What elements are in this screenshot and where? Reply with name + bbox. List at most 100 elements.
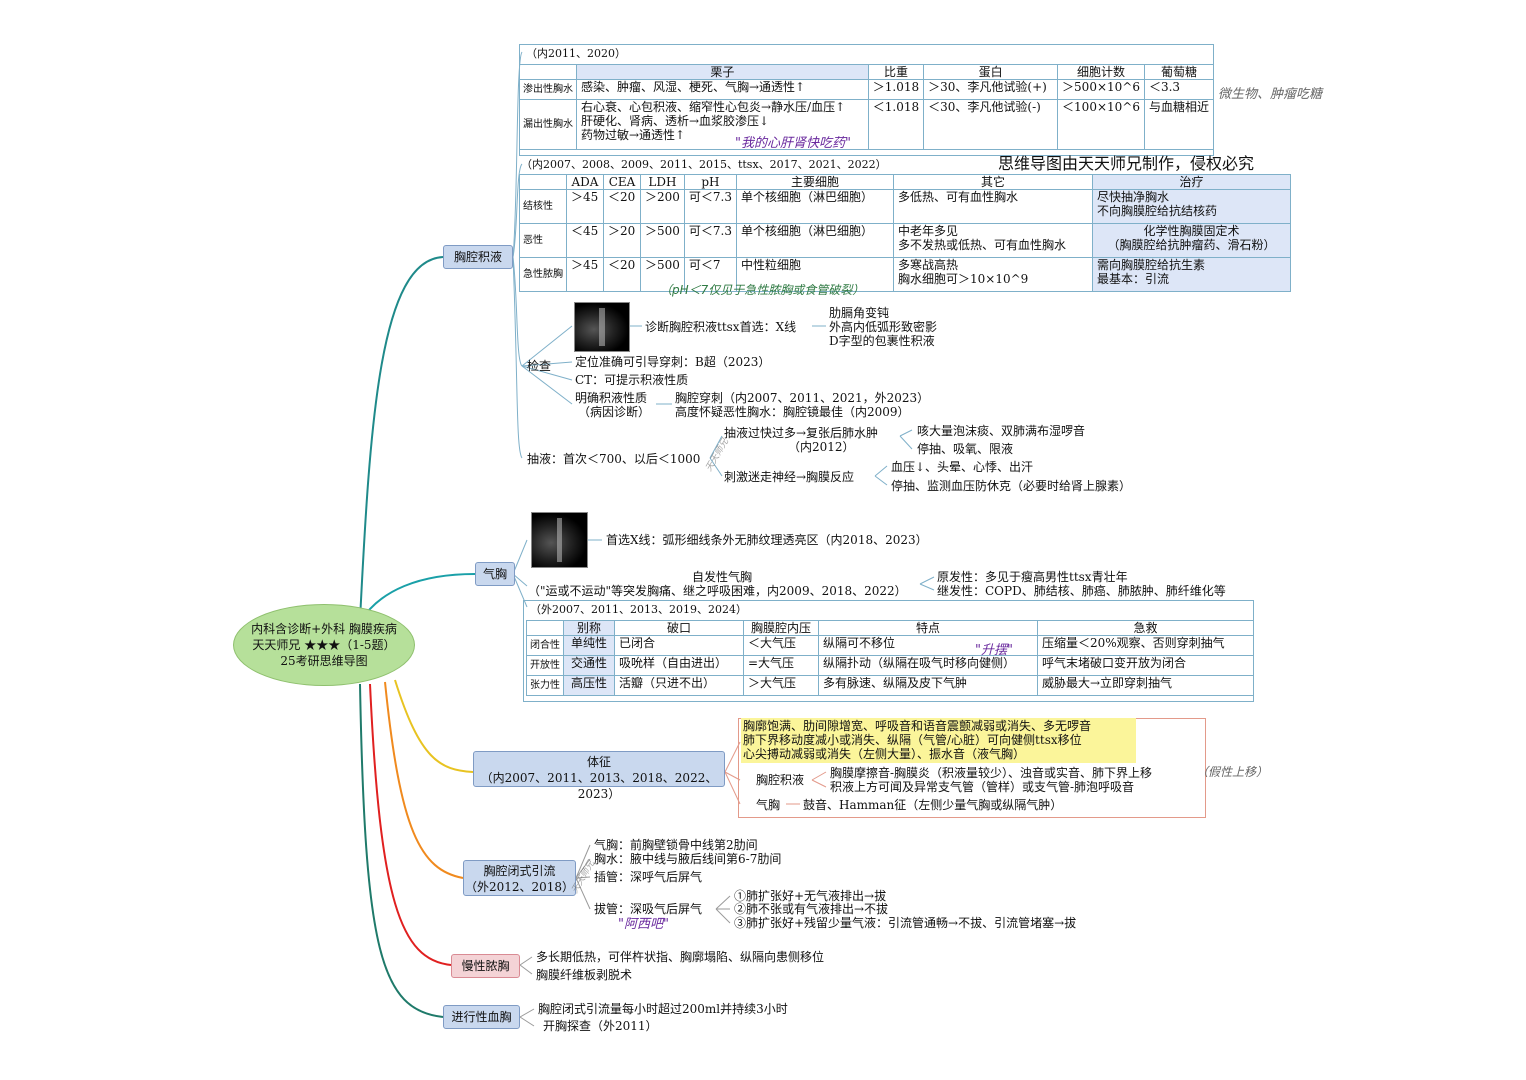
t3-cell: 高压性 (563, 675, 615, 696)
t2-cell: 多低热、可有血性胸水 (893, 189, 1093, 224)
t2-cell: 中性粒细胞 (736, 257, 894, 292)
t2-cell: 可＜7.3 (683, 189, 738, 224)
t1-cell: ＜30、李凡他试验(-) (923, 99, 1059, 150)
root-author: 天天师兄 ★★★（1-5题） (252, 638, 396, 652)
table-pneumothorax-types: 别称 破口 胸膜腔内压 特点 急救 闭合性 单纯性 已闭合 ＜大气压 纵隔可不移… (526, 620, 1254, 696)
exam-ultrasound: 定位准确可引导穿刺：B超（2023） (575, 355, 771, 369)
root-topic[interactable]: 内科含诊断+外科 胸膜疾病 天天师兄 ★★★（1-5题） 25考研思维导图 (233, 604, 415, 686)
ptx-spontaneous-desc: （"运或不运动"等突发胸痛、继之呼吸困难，内2009、2018、2022） (528, 584, 907, 598)
t1-cause-line: 肝硬化、肾病、透析→血浆胶渗压↓ (581, 114, 770, 128)
t2-line: 胸水细胞可＞10×10^9 (898, 272, 1029, 286)
t2-header: pH (683, 174, 738, 190)
root-subtitle: 25考研思维导图 (280, 654, 368, 668)
ptx-first-xray: 首选X线：弧形细线条外无肺纹理透亮区（内2018、2023） (606, 533, 928, 547)
signs-effusion-line: 积液上方可闻及异常支气管（管样）或支气管-肺泡呼吸音 (830, 780, 1135, 794)
t2-line: （胸膜腔给抗肿瘤药、滑石粉） (1107, 238, 1276, 252)
table-effusion-types: ADA CEA LDH pH 主要细胞 其它 治疗 结核性 ＞45 ＜20 ＞2… (519, 174, 1291, 292)
signs-ptx-label: 气胸 (756, 798, 781, 812)
branch-pleural-effusion[interactable]: 胸腔积液 (443, 245, 513, 269)
root-title: 内科含诊断+外科 胸膜疾病 (251, 622, 397, 636)
hemothorax-treatment: 开胸探查（外2011） (543, 1019, 658, 1033)
t2-row-label: 恶性 (519, 223, 567, 258)
tap-reexpansion: 抽液过快过多→复张后肺水肿 (724, 426, 879, 440)
t2-line: 化学性胸膜固定术 (1143, 224, 1240, 238)
branch-closed-drainage[interactable]: 胸腔闭式引流 （外2012、2018） (463, 860, 576, 896)
t3-cell: 已闭合 (614, 635, 744, 656)
t1-cause-line: 药物过敏→通透性↑ (581, 128, 686, 142)
t1-header-glucose: 葡萄糖 (1143, 64, 1215, 80)
t2-line: 不向胸膜腔给抗结核药 (1097, 204, 1218, 218)
t2-cell: 中老年多见 多不发热或低热、可有血性胸水 (893, 223, 1093, 258)
t2-cell: ＜20 (603, 257, 641, 292)
note-mnemonic-heart-liver: "我的心肝肾快吃药" (735, 136, 851, 151)
t1-cell: ＜100×10^6 (1057, 99, 1145, 150)
t2-header: LDH (640, 174, 685, 190)
tap-label: 抽液：首次＜700、以后＜1000 (527, 452, 701, 466)
branch-physical-signs[interactable]: 体征 （内2007、2011、2013、2018、2022、2023） (473, 751, 725, 801)
signs-highlight (741, 718, 1136, 763)
drain-removal-rule: ③肺扩张好+残留少量气液：引流管通畅→不拔、引流管堵塞→拔 (734, 916, 1077, 930)
t2-cell: 多寒战高热 胸水细胞可＞10×10^9 (893, 257, 1093, 292)
signs-years: （内2007、2011、2013、2018、2022、2023） (480, 771, 718, 801)
hemothorax-criteria: 胸腔闭式引流量每小时超过200ml并持续3小时 (538, 1002, 788, 1016)
table-exudate-transudate: 栗子 比重 蛋白 细胞计数 葡萄糖 渗出性胸水 感染、肿瘤、风湿、梗死、气胸→通… (519, 64, 1215, 150)
t2-header: 其它 (893, 174, 1093, 190)
t3-cell: 单纯性 (563, 635, 615, 656)
t1-row-label: 渗出性胸水 (519, 79, 577, 100)
branch-chronic-empyema[interactable]: 慢性脓胸 (451, 954, 520, 978)
signs-line: 肺下界移动度减小或消失、纵隔（气管/心脏）可向健侧ttsx移位 (743, 733, 1082, 747)
t2-line: 多不发热或低热、可有血性胸水 (898, 238, 1067, 252)
drain-removal-rule: ②肺不张或有气液排出→不拔 (734, 902, 889, 916)
exam-nature: 明确积液性质 (575, 391, 648, 405)
ptx-secondary: 继发性：COPD、肺结核、肺癌、肺脓肿、肺纤维化等 (937, 584, 1226, 598)
t2-cell: ＞45 (566, 257, 604, 292)
tap-pleural-reaction: 刺激迷走神经→胸膜反应 (724, 470, 855, 484)
t2-cell: 可＜7 (683, 257, 738, 292)
t3-cell: 纵隔扑动（纵隔在吸气时移向健侧） (818, 655, 1038, 676)
copyright-watermark: 思维导图由天天师兄制作，侵权必究 (998, 154, 1255, 173)
t1-cell-transudate-causes: 右心衰、心包积液、缩窄性心包炎→静水压/血压↑ 肝硬化、肾病、透析→血浆胶渗压↓… (576, 99, 869, 150)
table1-caption: （内2011、2020） (526, 47, 626, 60)
t2-cell-treatment: 化学性胸膜固定术 （胸膜腔给抗肿瘤药、滑石粉） (1092, 223, 1291, 258)
t2-cell: ＞500 (640, 223, 685, 258)
table3-caption: （外2007、2011、2013、2019、2024） (530, 603, 747, 616)
branch-pneumothorax[interactable]: 气胸 (475, 562, 515, 586)
tap-reaction-tx: 停抽、监测血压防休克（必要时给肾上腺素） (891, 479, 1132, 493)
t1-row-label: 漏出性胸水 (519, 99, 577, 150)
chest-xray-image (574, 302, 630, 352)
exam-xray-finding: 外高内低弧形致密影 (829, 320, 938, 334)
t3-cell: 吸吮样（自由进出） (614, 655, 744, 676)
t3-cell: =大气压 (743, 655, 819, 676)
t2-cell: 单个核细胞（淋巴细胞） (736, 223, 894, 258)
t3-row-label: 闭合性 (526, 635, 564, 656)
drain-pneumothorax-site: 气胸：前胸壁锁骨中线第2肋间 (594, 838, 758, 852)
drainage-years: （外2012、2018） (464, 880, 575, 894)
t1-header-cells: 细胞计数 (1057, 64, 1145, 80)
exam-ct: CT：可提示积液性质 (575, 373, 689, 387)
t2-cell: 可＜7.3 (683, 223, 738, 258)
t3-header: 胸膜腔内压 (743, 620, 819, 636)
t2-header: 主要细胞 (736, 174, 894, 190)
t3-cell: 活瓣（只进不出） (614, 675, 744, 696)
drain-insertion: 插管：深呼气后屏气 (594, 870, 703, 884)
t2-line: 多寒战高热 (898, 258, 959, 272)
t2-line: 需向胸膜腔给抗生素 (1097, 258, 1206, 272)
signs-effusion-label: 胸腔积液 (756, 773, 805, 787)
t2-cell: 单个核细胞（淋巴细胞） (736, 189, 894, 224)
note-axi-ba: "阿西吧" (618, 917, 669, 932)
t2-line: 最基本：引流 (1097, 272, 1170, 286)
t1-cell: 与血糖相近 (1143, 99, 1215, 150)
tap-reexpansion-sign: 咳大量泡沫痰、双肺满布湿啰音 (917, 424, 1086, 438)
signs-ptx-line: 鼓音、Hamman征（左侧少量气胸或纵隔气肿） (803, 798, 1063, 812)
table2-caption: （内2007、2008、2009、2011、2015、ttsx、2017、202… (521, 158, 887, 171)
t3-cell: 交通性 (563, 655, 615, 676)
tap-reexpansion-tx: 停抽、吸氧、限液 (917, 442, 1014, 456)
t1-header-cause: 栗子 (576, 64, 869, 80)
branch-progressive-hemothorax[interactable]: 进行性血胸 (443, 1005, 520, 1029)
empyema-features: 多长期低热，可伴杵状指、胸廓塌陷、纵隔向患侧移位 (536, 950, 825, 964)
note-mediastinum-swing: "升摆" (975, 643, 1013, 658)
t2-cell-treatment: 需向胸膜腔给抗生素 最基本：引流 (1092, 257, 1291, 292)
t3-header: 急救 (1037, 620, 1254, 636)
signs-line: 胸廓饱满、肋间隙增宽、呼吸音和语音震颤减弱或消失、多无啰音 (743, 719, 1092, 733)
